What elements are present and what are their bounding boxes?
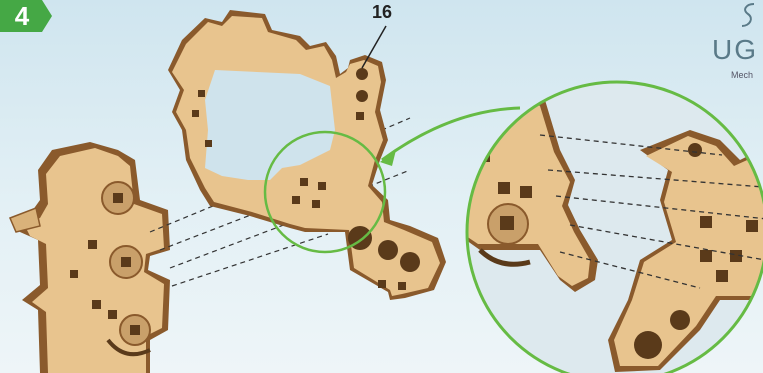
step-badge: 4 [0,0,52,32]
step-badge-hexagon [0,0,52,32]
assembled-module-left [9,142,170,373]
zoom-arrow-icon [380,106,521,166]
zoom-detail [465,80,763,373]
brand-subtitle: Mech [731,70,754,80]
brand-logo-mark-icon [741,3,755,27]
part-number-label: 16 [372,2,393,22]
step-badge-shape [0,0,52,32]
part-callout-leader [361,25,387,69]
brand-name: UG [712,34,758,65]
highlight-circle [263,130,387,254]
step-number: 4 [14,1,30,31]
frame-plate [168,10,446,300]
